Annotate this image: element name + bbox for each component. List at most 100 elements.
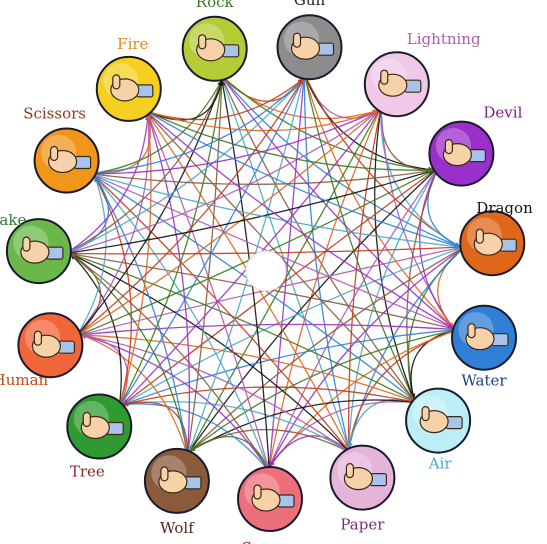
arrowhead: [408, 393, 414, 400]
node-paper: Paper: [329, 444, 396, 534]
walking-fingers-icon: [31, 330, 76, 358]
edge-snake-beats-devil: [65, 169, 435, 255]
edge-human-beats-gun: [75, 78, 304, 337]
edge-snake-beats-fire: [65, 114, 149, 255]
node-label-rock: Rock: [196, 0, 235, 11]
arrowhead: [447, 323, 454, 329]
node-label-human: Human: [0, 371, 49, 389]
edge-human-beats-rock: [75, 79, 223, 337]
edge-wolf-beats-fire: [147, 114, 191, 456]
arrowhead: [347, 442, 353, 449]
arrowhead: [428, 167, 434, 173]
down-thumb-hand-icon: [80, 411, 124, 440]
arrowhead: [218, 80, 224, 86]
node-sponge: Sponge: [237, 466, 303, 544]
edge-wolf-beats-rock: [186, 79, 223, 456]
edge-lightning-beats-paper: [347, 106, 382, 449]
edge-tree-beats-snake: [70, 253, 122, 408]
edge-sponge-beats-scissors: [94, 175, 271, 473]
edge-lightning-beats-air: [374, 106, 415, 400]
edge-scissors-beats-lightning: [90, 109, 379, 175]
edge-devil-beats-air: [406, 167, 439, 400]
arrowhead: [269, 461, 275, 467]
edge-water-beats-tree: [122, 329, 459, 406]
arrowhead: [70, 253, 77, 259]
edge-fire-beats-water: [144, 110, 454, 329]
node-label-wolf: Wolf: [160, 519, 195, 537]
edge-gun-beats-devil: [303, 73, 435, 171]
edge-rock-beats-devil: [220, 74, 435, 171]
edge-snake-beats-gun: [65, 78, 304, 255]
arrowhead: [122, 401, 129, 406]
arrowhead: [372, 109, 379, 115]
node-label-fire: Fire: [117, 35, 148, 53]
edge-wolf-beats-scissors: [94, 175, 189, 456]
horns-hand-icon: [442, 139, 486, 167]
edge-human-beats-lightning: [75, 109, 379, 337]
node-human: Human: [0, 312, 84, 389]
edge-tree-beats-rock: [118, 79, 223, 409]
edge-dragon-beats-tree: [122, 245, 466, 406]
finger-gun-icon: [290, 32, 335, 60]
fist-icon: [196, 34, 240, 62]
center-hole: [245, 250, 287, 292]
edge-gun-beats-paper: [303, 73, 350, 449]
edge-fire-beats-devil: [144, 110, 435, 171]
ok-hand-icon: [419, 406, 463, 434]
node-label-lightning: Lightning: [407, 30, 481, 48]
edge-air-beats-human: [80, 334, 418, 404]
edge-devil-beats-sponge: [268, 167, 439, 468]
node-devil: Devil: [428, 104, 523, 187]
node-water: Water: [451, 304, 517, 390]
edge-water-beats-wolf: [188, 329, 459, 452]
edge-rock-beats-air: [220, 75, 415, 400]
node-label-tree: Tree: [70, 463, 105, 481]
edge-wolf-beats-human: [80, 334, 189, 456]
edge-lightning-beats-sponge: [268, 106, 382, 468]
node-dragon: Dragon: [459, 199, 533, 277]
node-tree: Tree: [66, 393, 133, 481]
snake-hand-icon: [20, 236, 64, 264]
node-ring: Rock Gun LightningDevilDragonWaterAirPaper…: [0, 0, 533, 544]
edge-wolf-beats-tree: [122, 401, 189, 456]
scissors-hand-icon: [47, 145, 92, 174]
edge-scissors-beats-devil: [90, 169, 435, 185]
edge-paper-beats-snake: [70, 253, 352, 454]
edge-scissors-beats-fire: [90, 114, 151, 175]
edge-tree-beats-human: [80, 334, 129, 409]
edge-sponge-beats-wolf: [189, 436, 271, 473]
node-label-scissors: Scissors: [23, 105, 86, 123]
node-gun: Gun: [276, 0, 343, 81]
node-label-water: Water: [461, 372, 507, 390]
edge-rock-beats-dragon: [220, 74, 461, 248]
edge-sponge-beats-snake: [70, 253, 271, 473]
node-fire: Fire: [95, 35, 162, 122]
edge-human-beats-snake: [70, 253, 102, 337]
edge-tree-beats-gun: [118, 78, 304, 409]
edge-fire-beats-rock: [144, 79, 223, 121]
arrowhead: [94, 176, 100, 182]
cupped-hand-icon: [465, 323, 509, 351]
three-fingers-icon: [110, 74, 154, 102]
edge-gun-beats-water: [303, 73, 454, 329]
node-wolf: Wolf: [143, 447, 210, 537]
edge-fire-beats-lightning: [144, 109, 379, 132]
node-label-paper: Paper: [340, 516, 385, 534]
claw-hand-icon: [473, 228, 517, 256]
edge-dragon-beats-sponge: [268, 245, 466, 468]
edge-rock-beats-water: [220, 74, 454, 329]
edge-devil-beats-water: [419, 167, 454, 329]
wolf-hand-icon: [158, 466, 202, 494]
arrowhead: [189, 446, 196, 452]
node-label-sponge: Sponge: [241, 539, 298, 544]
node-rock: Rock: [181, 0, 248, 82]
edge-fire-beats-dragon: [144, 110, 461, 248]
node-label-devil: Devil: [483, 104, 522, 122]
edge-water-beats-human: [80, 323, 459, 336]
node-scissors: Scissors: [23, 105, 100, 194]
edge-dragon-beats-wolf: [188, 245, 466, 452]
flat-hand-icon: [343, 463, 387, 491]
node-label-air: Air: [428, 455, 453, 473]
edge-human-beats-scissors: [75, 175, 107, 337]
node-snake: Snake: [0, 211, 72, 285]
